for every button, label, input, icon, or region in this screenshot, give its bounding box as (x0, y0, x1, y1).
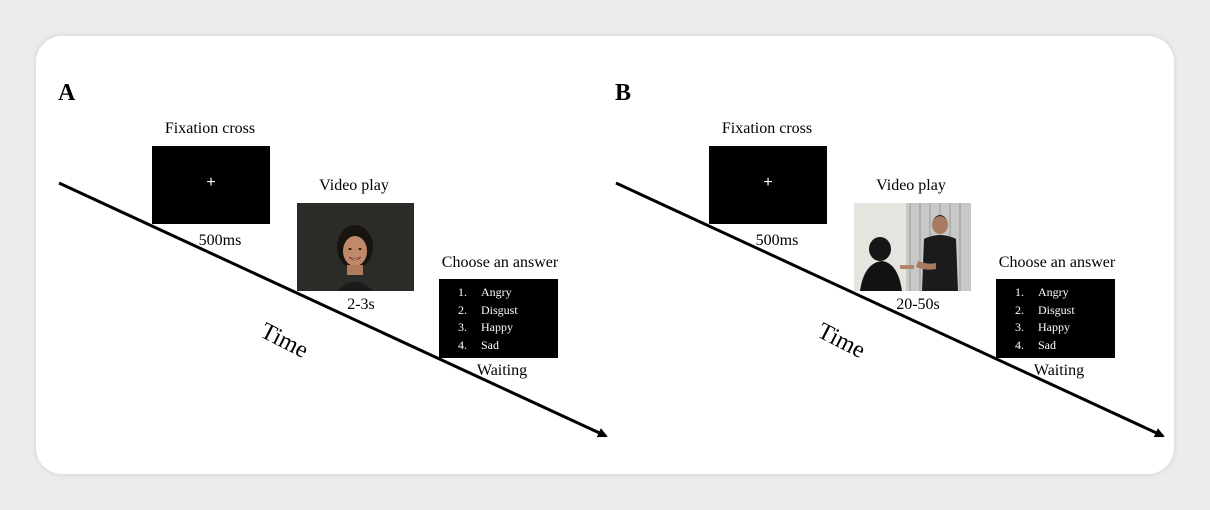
answer-screen: 1.Angry 2.Disgust 3.Happy 4.Sad (996, 279, 1115, 358)
answer-option: 2.Disgust (447, 302, 518, 320)
video-duration: 20-50s (896, 296, 940, 314)
figure-card: A Fixation cross + 500ms Video play 2-3s… (36, 36, 1174, 474)
answer-duration: Waiting (1034, 362, 1084, 380)
answer-option: 1.Angry (447, 284, 518, 302)
face-image-icon (297, 203, 414, 291)
panel-letter: B (615, 80, 631, 107)
video-frame-face (297, 203, 414, 291)
fixation-screen: + (709, 146, 827, 224)
fixation-cross-icon: + (763, 174, 772, 192)
fixation-duration: 500ms (199, 232, 242, 250)
answer-screen: 1.Angry 2.Disgust 3.Happy 4.Sad (439, 279, 558, 358)
fixation-title: Fixation cross (165, 120, 255, 138)
video-duration: 2-3s (347, 296, 375, 314)
answer-option: 3.Happy (447, 319, 518, 337)
fixation-duration: 500ms (756, 232, 799, 250)
answer-duration: Waiting (477, 362, 527, 380)
panel-letter: A (58, 80, 75, 107)
video-title: Video play (876, 177, 946, 195)
panel-b: B Fixation cross + 500ms Video play (593, 36, 1162, 474)
video-title: Video play (319, 177, 389, 195)
answer-option: 1.Angry (1004, 284, 1075, 302)
scene-image-icon (854, 203, 971, 291)
answer-list: 1.Angry 2.Disgust 3.Happy 4.Sad (1004, 284, 1075, 354)
video-frame-scene (854, 203, 971, 291)
answer-title: Choose an answer (442, 254, 558, 272)
answer-option: 4.Sad (447, 337, 518, 355)
answer-title: Choose an answer (999, 254, 1115, 272)
answer-option: 2.Disgust (1004, 302, 1075, 320)
answer-option: 3.Happy (1004, 319, 1075, 337)
fixation-cross-icon: + (206, 174, 215, 192)
fixation-screen: + (152, 146, 270, 224)
fixation-title: Fixation cross (722, 120, 812, 138)
panel-a: A Fixation cross + 500ms Video play 2-3s… (36, 36, 605, 474)
answer-option: 4.Sad (1004, 337, 1075, 355)
answer-list: 1.Angry 2.Disgust 3.Happy 4.Sad (447, 284, 518, 354)
